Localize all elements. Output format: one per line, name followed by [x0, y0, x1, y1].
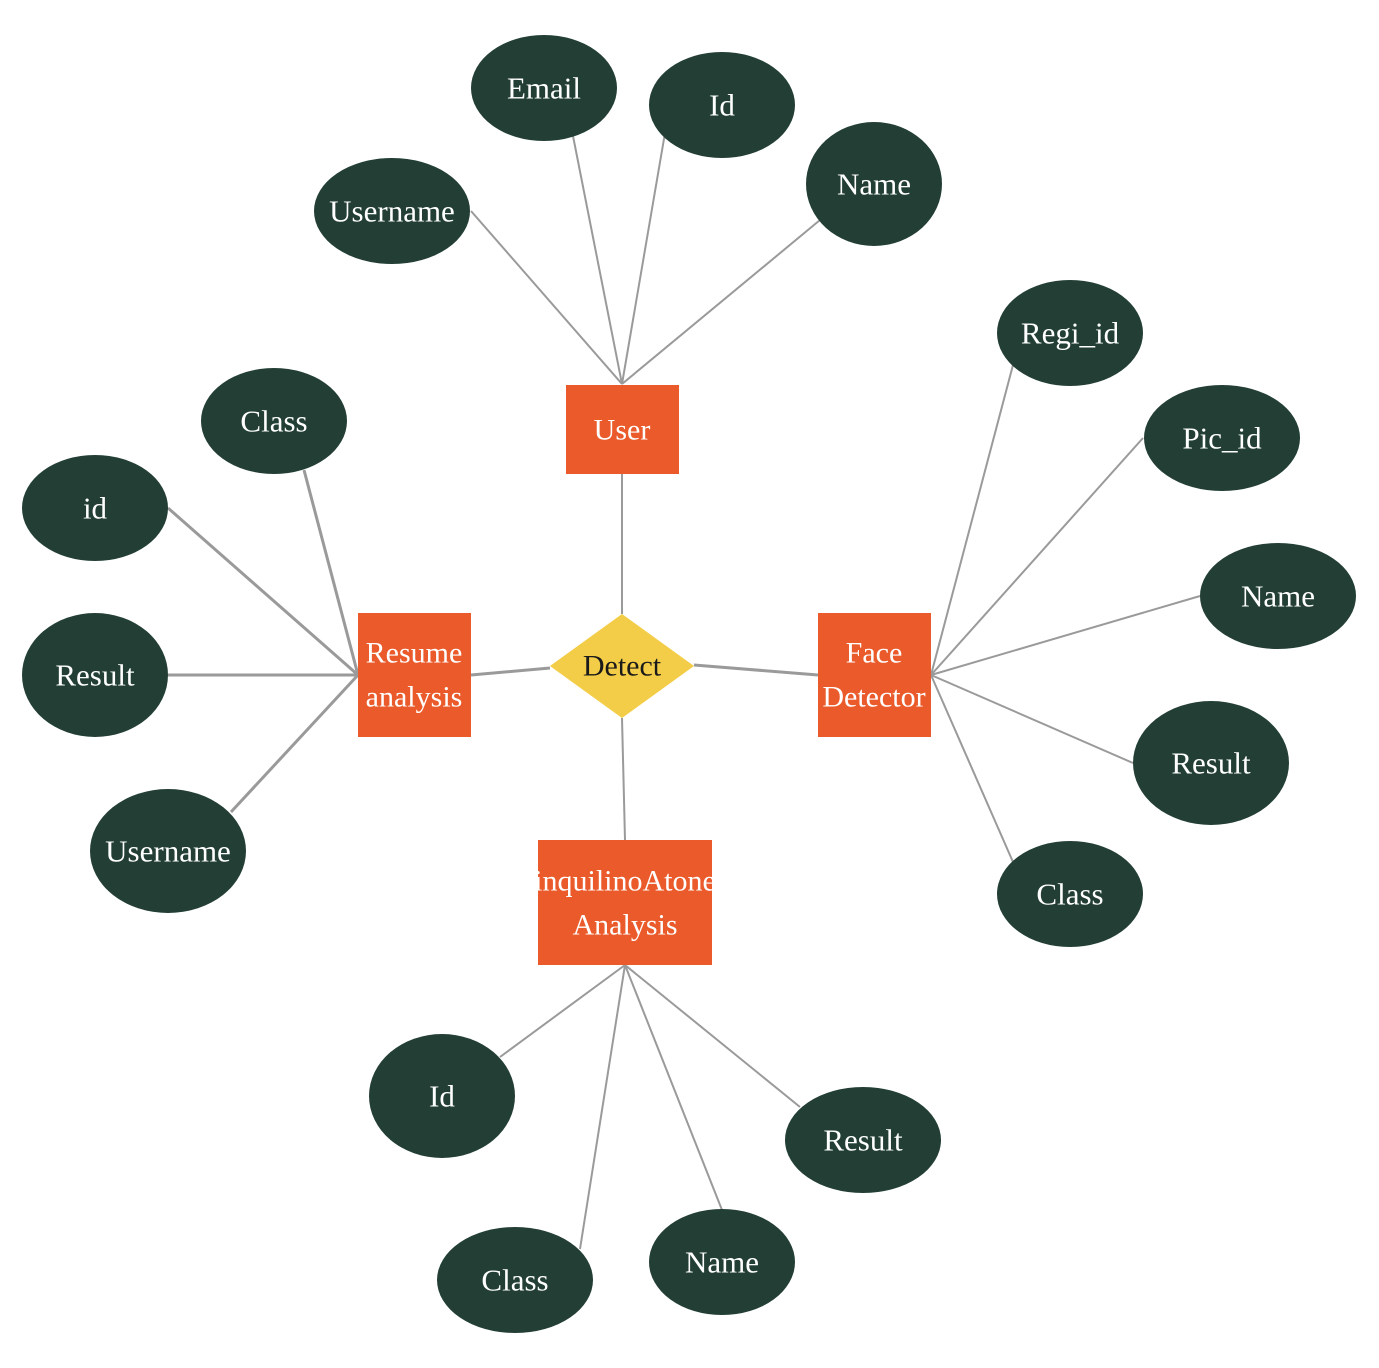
attribute-ellipse: [1144, 385, 1300, 491]
attribute-label: Email: [507, 71, 581, 106]
attribute-face-result[interactable]: Result: [1133, 701, 1289, 825]
entity-box: [358, 613, 471, 737]
attribute-ellipse: [437, 1227, 593, 1333]
attribute-user-id[interactable]: Id: [649, 52, 795, 158]
attribute-resume-result[interactable]: Result: [22, 613, 168, 737]
attribute-label: Name: [685, 1245, 759, 1280]
connector-face-name: [930, 595, 1201, 676]
attribute-ellipse: [806, 122, 942, 246]
relationship-label: Detect: [583, 650, 662, 683]
connector-inquilino-result: [624, 964, 801, 1108]
attribute-user-username[interactable]: Username: [314, 158, 470, 264]
attribute-resume-username[interactable]: Username: [90, 789, 246, 913]
attribute-ellipse: [22, 455, 168, 561]
attribute-ellipse: [649, 1209, 795, 1315]
attribute-resume-class[interactable]: Class: [201, 368, 347, 474]
attribute-label: Username: [105, 834, 231, 869]
attribute-ellipse: [22, 613, 168, 737]
entity-box: [538, 840, 712, 965]
attribute-ellipse: [201, 368, 347, 474]
attribute-label: Name: [837, 167, 911, 202]
attribute-face-regi-id[interactable]: Regi_id: [997, 280, 1143, 386]
attribute-inquilino-result[interactable]: Result: [785, 1087, 941, 1193]
attribute-ellipse: [785, 1087, 941, 1193]
entity-label-line-1: Face: [846, 637, 903, 670]
attribute-user-email[interactable]: Email: [471, 35, 617, 141]
connector-user-id: [621, 132, 666, 385]
relationship-diamond: [550, 614, 694, 718]
connector-face-class: [930, 674, 1014, 863]
relationship-detect[interactable]: Detect: [550, 614, 694, 718]
connector-inquilino-name: [624, 964, 723, 1211]
attribute-ellipse: [997, 280, 1143, 386]
entity-box: [818, 613, 931, 737]
connector-lines: [167, 132, 1201, 1250]
attribute-face-name[interactable]: Name: [1200, 543, 1356, 649]
entity-user[interactable]: User: [566, 385, 679, 474]
connector-resume-detect: [470, 666, 551, 677]
entity-label-line-2: analysis: [366, 681, 463, 714]
connector-user-email: [572, 135, 623, 385]
connector-face-pic-id: [930, 437, 1144, 676]
attribute-label: Class: [1036, 877, 1103, 912]
attribute-ellipse: [997, 841, 1143, 947]
attribute-inquilino-id[interactable]: Id: [369, 1034, 515, 1158]
attribute-label: Id: [429, 1079, 455, 1114]
connector-resume-username: [229, 673, 360, 814]
connector-resume-id: [167, 506, 359, 677]
entity-label-line-1: Resume: [366, 637, 463, 670]
attribute-label: Pic_id: [1182, 421, 1262, 456]
connector-inquilino-class: [579, 964, 626, 1250]
attribute-label: Username: [329, 194, 455, 229]
attribute-label: Id: [709, 88, 735, 123]
attribute-user-name[interactable]: Name: [806, 122, 942, 246]
connector-detect-inquilino: [621, 717, 626, 841]
connector-user-username: [470, 210, 623, 385]
entity-label: User: [594, 414, 651, 447]
attribute-inquilino-class[interactable]: Class: [437, 1227, 593, 1333]
attribute-inquilino-name[interactable]: Name: [649, 1209, 795, 1315]
entity-label-line-2: Detector: [822, 681, 925, 714]
connector-inquilino-id: [499, 964, 626, 1058]
entity-label-line-2: Analysis: [573, 909, 678, 942]
attribute-label: Result: [1171, 746, 1251, 781]
attribute-label: Class: [481, 1263, 548, 1298]
entity-resume-analysis[interactable]: Resume analysis: [358, 613, 471, 737]
connector-resume-class: [302, 469, 360, 676]
attribute-ellipse: [1133, 701, 1289, 825]
attribute-label: Name: [1241, 579, 1315, 614]
attribute-label: Result: [55, 658, 135, 693]
attribute-label: id: [83, 491, 108, 526]
attribute-resume-id[interactable]: id: [22, 455, 168, 561]
entity-box: [566, 385, 679, 474]
attribute-ellipse: [369, 1034, 515, 1158]
entity-inquilinoatone-analysis[interactable]: inquilinoAtone Analysis: [534, 840, 716, 965]
attribute-ellipse: [1200, 543, 1356, 649]
attribute-ellipse: [471, 35, 617, 141]
attribute-label: Regi_id: [1021, 316, 1120, 351]
connector-face-detect: [693, 663, 819, 677]
attribute-face-class[interactable]: Class: [997, 841, 1143, 947]
attribute-ellipse: [90, 789, 246, 913]
attribute-label: Class: [240, 404, 307, 439]
connector-face-regi-id: [930, 364, 1014, 676]
entity-label-line-1: inquilinoAtone: [534, 865, 716, 898]
entity-face-detector[interactable]: Face Detector: [818, 613, 931, 737]
connector-face-result: [930, 674, 1134, 764]
attribute-ellipse: [314, 158, 470, 264]
attribute-ellipse: [649, 52, 795, 158]
attribute-label: Result: [823, 1123, 903, 1158]
connector-user-name: [621, 219, 821, 385]
attribute-face-pic-id[interactable]: Pic_id: [1144, 385, 1300, 491]
